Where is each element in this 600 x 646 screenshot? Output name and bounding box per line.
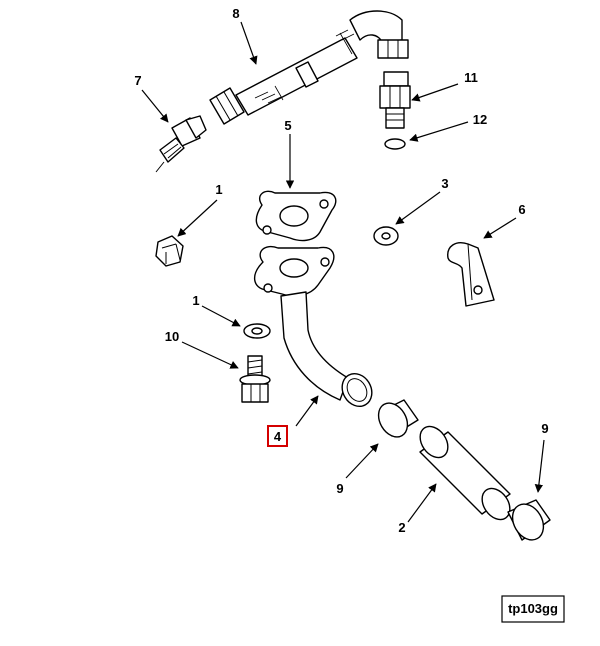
part-8-flex-hose xyxy=(209,10,409,125)
part-1-washer-lower xyxy=(243,323,271,339)
part-12-o-ring xyxy=(384,138,406,150)
callout-1-lower: 1 xyxy=(192,293,199,308)
callout-9-upper: 9 xyxy=(336,481,343,496)
callout-12: 12 xyxy=(473,112,487,127)
part-7-barb-fitting xyxy=(155,115,207,173)
callout-4-highlight-box xyxy=(267,425,288,447)
part-1-nut-top xyxy=(155,235,184,267)
callout-1-top: 1 xyxy=(215,182,222,197)
callout-2: 2 xyxy=(398,520,405,535)
callout-11: 11 xyxy=(464,70,478,85)
part-3-washer xyxy=(373,226,399,246)
callout-8: 8 xyxy=(232,6,239,21)
callout-7: 7 xyxy=(134,73,141,88)
callout-4: 4 xyxy=(274,429,282,444)
part-2-hose xyxy=(419,425,511,521)
callout-6: 6 xyxy=(518,202,525,217)
reference-tag: tp103gg xyxy=(508,601,558,616)
part-9-hose-clamp-upper xyxy=(377,399,419,438)
leader-lines xyxy=(141,21,545,523)
reference-tag-box xyxy=(501,595,565,623)
part-6-clamp-bracket xyxy=(447,242,495,307)
part-9-hose-clamp-lower xyxy=(507,499,551,541)
callout-10: 10 xyxy=(165,329,179,344)
callout-9-lower: 9 xyxy=(541,421,548,436)
part-5-gasket xyxy=(255,190,337,242)
callout-3: 3 xyxy=(441,176,448,191)
part-10-bolt xyxy=(239,355,271,403)
callout-5: 5 xyxy=(284,118,291,133)
part-4-tube-flange xyxy=(254,245,373,408)
part-11-connector xyxy=(379,71,411,129)
